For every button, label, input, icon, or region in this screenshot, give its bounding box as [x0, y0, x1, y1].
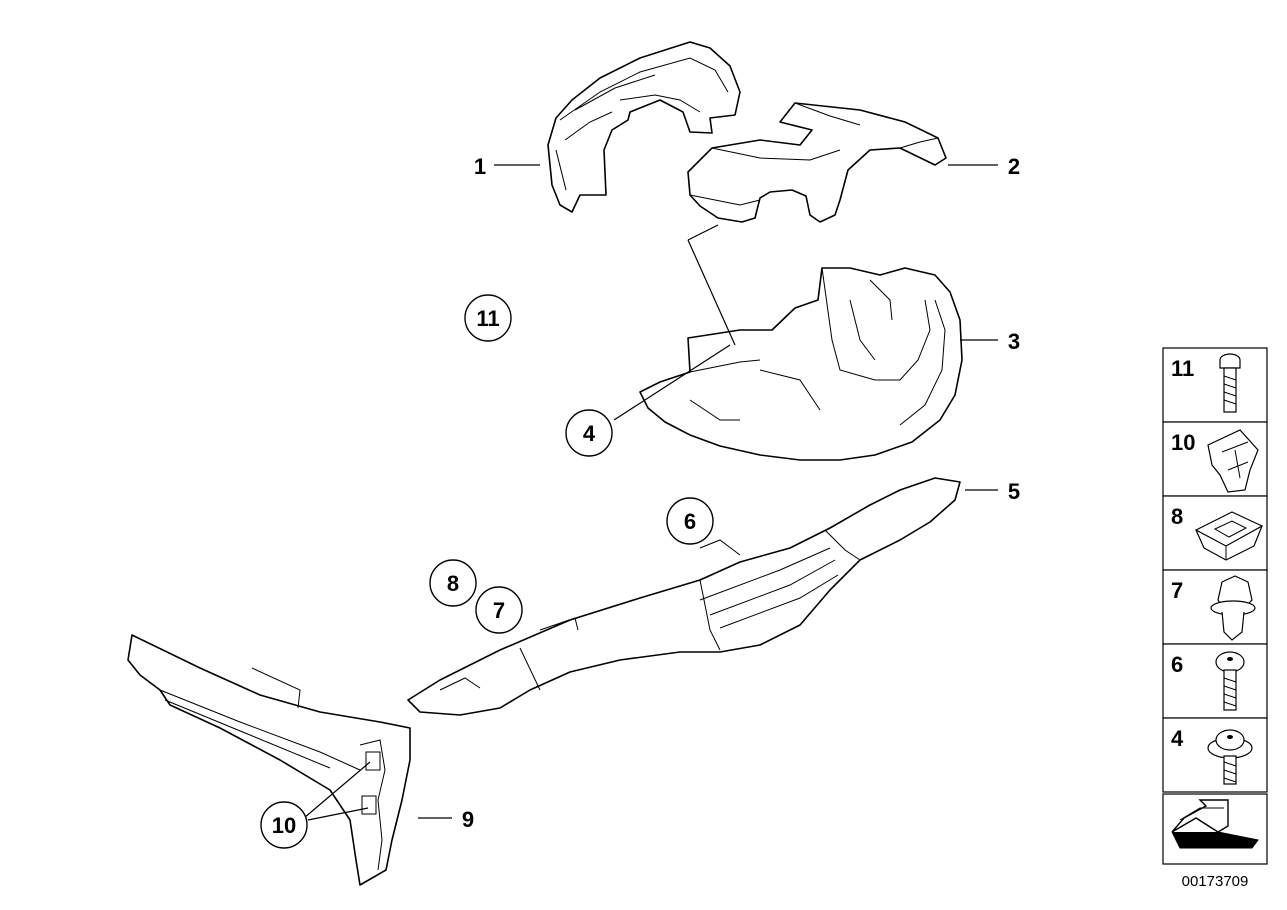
callout-6[interactable]: 6 [666, 497, 714, 545]
callout-8[interactable]: 8 [429, 559, 477, 607]
callout-8-circle [429, 559, 477, 607]
legend-item-10[interactable]: 10 [1162, 421, 1268, 497]
legend-item-11-label: 11 [1171, 356, 1194, 381]
callout-10[interactable]: 10 [260, 801, 308, 849]
callout-10-circle [260, 801, 308, 849]
part-9-side-trim [127, 634, 411, 886]
legend-item-7[interactable]: 7 [1162, 569, 1268, 645]
callout-4-label: 4 [583, 421, 596, 446]
washer-head-screw-icon [1207, 729, 1253, 785]
parts-legend: 11 10 8 [1162, 347, 1268, 890]
callout-11-label: 11 [476, 306, 499, 331]
forward-arrow-icon [1171, 799, 1259, 849]
legend-arrow-cell [1162, 793, 1268, 865]
callout-10-label: 10 [272, 813, 296, 838]
expanding-rivet-icon [1210, 575, 1256, 641]
torx-screw-icon [1219, 353, 1241, 413]
callout-11[interactable]: 11 [464, 294, 512, 342]
part-1-upper-trim-left [547, 41, 741, 213]
callout-2-label: 2 [1008, 154, 1020, 179]
part-3-lower-trim [639, 267, 963, 461]
legend-item-4-label: 4 [1171, 726, 1184, 751]
legend-item-10-label: 10 [1171, 430, 1195, 455]
callout-4[interactable]: 4 [565, 409, 613, 457]
callout-7[interactable]: 7 [475, 586, 523, 634]
callout-5[interactable]: 5 [1008, 479, 1020, 504]
callout-7-label: 7 [493, 598, 505, 623]
callout-4-circle [565, 409, 613, 457]
document-number: 00173709 [1182, 873, 1249, 890]
callout-8-label: 8 [447, 571, 459, 596]
clip-icon [1207, 429, 1259, 493]
legend-item-6[interactable]: 6 [1162, 643, 1268, 719]
callout-3[interactable]: 3 [1008, 329, 1020, 354]
callout-6-label: 6 [684, 509, 696, 534]
callout-3-label: 3 [1008, 329, 1020, 354]
callout-1[interactable]: 1 [474, 154, 486, 179]
callout-1-label: 1 [474, 154, 486, 179]
part-5-lower-panel [407, 477, 961, 716]
callout-2[interactable]: 2 [1008, 154, 1020, 179]
callout-7-circle [475, 586, 523, 634]
legend-item-6-label: 6 [1171, 652, 1183, 677]
callout-11-circle [464, 294, 512, 342]
part-2-upper-cover [687, 102, 947, 223]
legend-item-11[interactable]: 11 [1162, 347, 1268, 423]
oval-head-screw-icon [1215, 651, 1245, 711]
callout-9-label: 9 [462, 807, 474, 832]
legend-item-4[interactable]: 4 [1162, 717, 1268, 793]
square-nut-icon [1194, 511, 1264, 561]
legend-item-8[interactable]: 8 [1162, 495, 1268, 571]
callout-9[interactable]: 9 [462, 807, 474, 832]
callout-6-circle [666, 497, 714, 545]
legend-item-7-label: 7 [1171, 578, 1183, 603]
leader-lines [303, 164, 998, 821]
callout-5-label: 5 [1008, 479, 1020, 504]
legend-item-8-label: 8 [1171, 504, 1183, 529]
